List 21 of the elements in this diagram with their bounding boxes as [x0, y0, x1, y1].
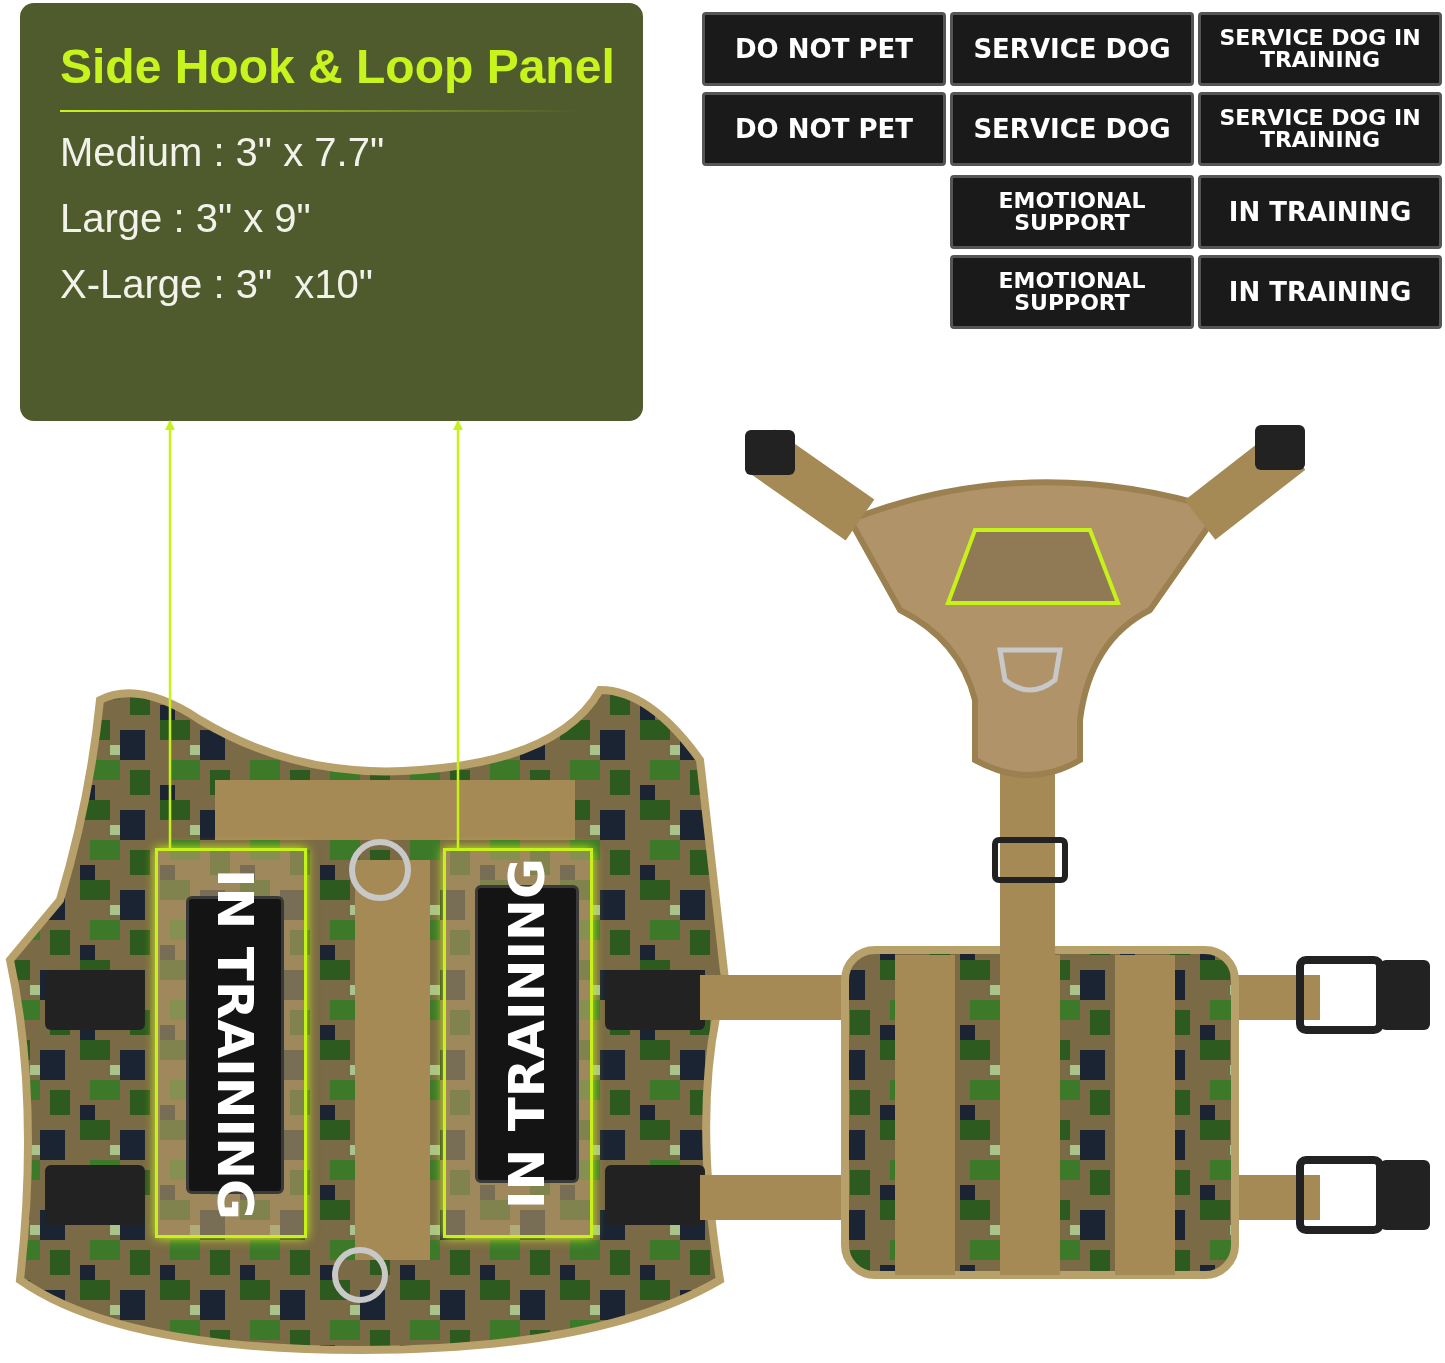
arrow [453, 420, 463, 848]
patch-label: IN TRAINING [1198, 175, 1442, 249]
patch-label: EMOTIONAL SUPPORT [950, 255, 1194, 329]
size-spec: X-Large : 3" x10" [60, 260, 374, 308]
patch-label: DO NOT PET [702, 92, 946, 166]
panel-heading: Side Hook & Loop Panel [60, 41, 616, 94]
patch-label: SERVICE DOG IN TRAINING [1198, 92, 1442, 166]
patch-label: SERVICE DOG [950, 12, 1194, 86]
info-panel [20, 3, 643, 421]
patch-label: IN TRAINING [1198, 255, 1442, 329]
patch-label: EMOTIONAL SUPPORT [950, 175, 1194, 249]
patch-text: IN TRAINING [502, 858, 552, 1210]
hook-loop-panel [155, 848, 307, 1238]
patch-text: IN TRAINING [210, 869, 260, 1221]
arrow [165, 420, 175, 848]
patch-label: SERVICE DOG [950, 92, 1194, 166]
size-spec: Medium : 3" x 7.7" [60, 128, 386, 176]
patch-label: SERVICE DOG IN TRAINING [1198, 12, 1442, 86]
size-spec: Large : 3" x 9" [60, 194, 312, 242]
patch-label: DO NOT PET [702, 12, 946, 86]
hook-loop-panel [443, 848, 593, 1238]
